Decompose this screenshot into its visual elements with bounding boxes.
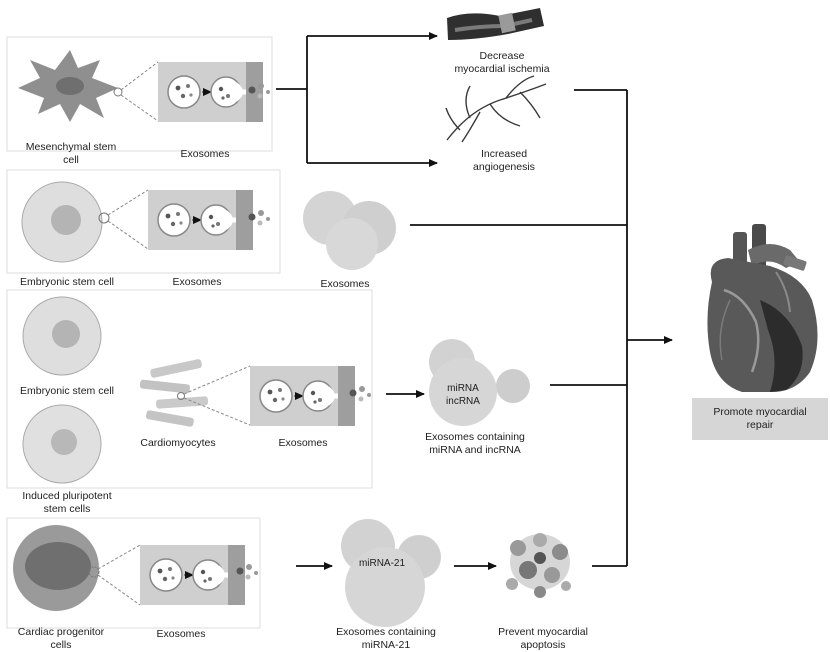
msc-outcome-angiogenesis-label: Increased angiogenesis: [473, 148, 535, 173]
esc-exosomes-label: Exosomes: [172, 276, 222, 288]
msc-exosome-release-icon: [158, 62, 263, 122]
angiogenesis-icon: [445, 75, 547, 143]
vessel-icon: [447, 8, 544, 40]
result-label: Promote myocardial repair: [713, 406, 807, 431]
embryonic-cell-icon-2: [22, 296, 102, 376]
mirna21-cluster-icon: [341, 519, 441, 627]
msc-outcome-ischemia-label: Decrease myocardial ischemia: [454, 50, 550, 75]
cardio-exosomes-label: Exosomes: [278, 437, 328, 449]
heart-icon: [707, 224, 818, 392]
apoptosis-label: Prevent myocardial apoptosis: [498, 626, 588, 651]
embryonic-cell-icon: [21, 181, 103, 263]
apoptosis-icon: [506, 533, 571, 598]
cardiomyocyte-icon: [139, 359, 209, 427]
esc-cluster-label: Exosomes: [320, 278, 370, 290]
connectors: [276, 32, 673, 570]
msc-exosomes-label: Exosomes: [180, 148, 230, 160]
esc-exosome-cluster-icon: [303, 191, 396, 270]
cpc-exosomes-label: Exosomes: [156, 628, 206, 640]
progenitor-cell-icon: [13, 525, 99, 611]
mirna-cluster-icon: [429, 339, 530, 426]
msc-cell-label: Mesenchymal stem cell: [25, 141, 117, 166]
result-box: Promote myocardial repair: [692, 398, 828, 440]
cardio-esc-label: Embryonic stem cell: [20, 385, 114, 397]
mirna-incrna-text: miRNA incRNA: [446, 383, 480, 407]
mesenchymal-cell-icon: [18, 50, 118, 122]
esc-cell-label: Embryonic stem cell: [20, 276, 114, 288]
mirna-cluster-label: Exosomes containing miRNA and incRNA: [425, 431, 525, 456]
mirna21-text: miRNA-21: [358, 558, 406, 569]
mirna21-cluster-label: Exosomes containing miRNA-21: [336, 626, 436, 651]
cardio-ipsc-label: Induced pluripotent stem cells: [22, 490, 112, 515]
esc-exosome-release-icon: [148, 190, 253, 250]
cpc-cell-label: Cardiac progenitor cells: [17, 626, 105, 651]
cardio-exosome-release-icon: [250, 366, 355, 426]
ipsc-icon: [22, 404, 102, 484]
cpc-exosome-release-icon: [140, 545, 245, 605]
cardiomyocytes-label: Cardiomyocytes: [140, 437, 216, 449]
